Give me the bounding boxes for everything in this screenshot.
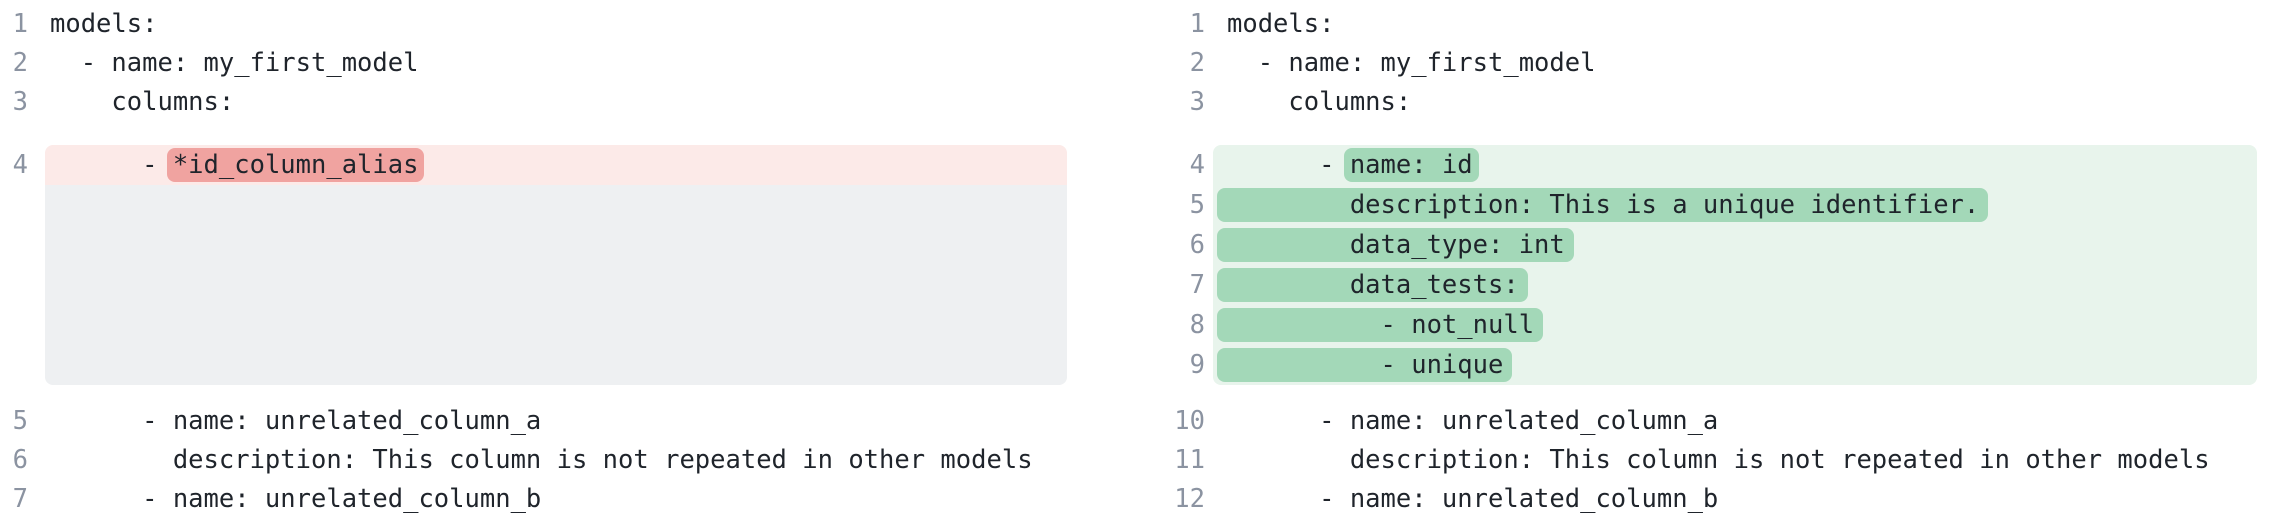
code-content: - name: unrelated_column_a xyxy=(1205,402,2278,441)
added-line: 9 - unique xyxy=(1139,345,2278,385)
code-content: - *id_column_alias xyxy=(28,145,1139,185)
code-text: - name: unrelated_column_a xyxy=(1227,406,1719,436)
code-line: 1 models: xyxy=(0,5,1139,44)
added-line: 7 data_tests: xyxy=(1139,265,2278,305)
line-number: 7 xyxy=(1189,270,1205,300)
code-text: columns: xyxy=(1227,87,1412,117)
line-number: 9 xyxy=(1189,350,1205,380)
added-line-highlight: - unique xyxy=(1217,348,1513,382)
code-line: 1 models: xyxy=(1139,5,2278,44)
code-content: description: This is a unique identifier… xyxy=(1205,185,2278,225)
code-content: columns: xyxy=(1205,83,2278,122)
code-text: - name: unrelated_column_a xyxy=(50,406,542,436)
code-line: 7 - name: unrelated_column_b xyxy=(0,480,1139,519)
line-number: 10 xyxy=(1174,406,1205,436)
code-line: 3 columns: xyxy=(0,83,1139,122)
code-line: 3 columns: xyxy=(1139,83,2278,122)
code-line: 5 - name: unrelated_column_a xyxy=(0,402,1139,441)
code-text: models: xyxy=(50,9,158,39)
code-content: - not_null xyxy=(1205,305,2278,345)
line-number: 1 xyxy=(12,9,28,39)
added-line: 5 description: This is a unique identifi… xyxy=(1139,185,2278,225)
code-content: - name: unrelated_column_b xyxy=(28,480,1139,519)
code-text: - xyxy=(1227,150,1350,180)
code-line: 2 - name: my_first_model xyxy=(1139,44,2278,83)
line-number: 2 xyxy=(1189,48,1205,78)
added-line-highlight: data_type: int xyxy=(1217,228,1574,262)
added-line-highlight: - not_null xyxy=(1217,308,1544,342)
code-text: - name: my_first_model xyxy=(1227,48,1596,78)
added-word-highlight: name: id xyxy=(1343,148,1479,182)
added-line: 6 data_type: int xyxy=(1139,225,2278,265)
line-number: 11 xyxy=(1174,445,1205,475)
added-line: 8 - not_null xyxy=(1139,305,2278,345)
line-number: 12 xyxy=(1174,484,1205,514)
line-number: 5 xyxy=(12,406,28,436)
code-content: - unique xyxy=(1205,345,2278,385)
code-line: 12 - name: unrelated_column_b xyxy=(1139,480,2278,519)
line-number: 5 xyxy=(1189,190,1205,220)
removed-word-highlight: *id_column_alias xyxy=(166,148,425,182)
code-content: description: This column is not repeated… xyxy=(1205,441,2278,480)
code-content: data_type: int xyxy=(1205,225,2278,265)
added-line: 4 - name: id xyxy=(1139,145,2278,185)
code-text: description: This column is not repeated… xyxy=(50,445,1033,475)
line-number: 3 xyxy=(1189,87,1205,117)
code-content: - name: unrelated_column_b xyxy=(1205,480,2278,519)
code-content xyxy=(28,185,1139,385)
code-content: description: This column is not repeated… xyxy=(28,441,1139,480)
line-number: 4 xyxy=(12,150,28,180)
code-text: models: xyxy=(1227,9,1335,39)
line-number: 7 xyxy=(12,484,28,514)
code-text: - name: my_first_model xyxy=(50,48,419,78)
line-number xyxy=(0,185,28,385)
line-number: 4 xyxy=(1189,150,1205,180)
code-text: columns: xyxy=(50,87,235,117)
code-text: - name: unrelated_column_b xyxy=(1227,484,1719,514)
code-line: 6 description: This column is not repeat… xyxy=(0,441,1139,480)
code-line: 11 description: This column is not repea… xyxy=(1139,441,2278,480)
code-content: - name: my_first_model xyxy=(28,44,1139,83)
code-content: - name: unrelated_column_a xyxy=(28,402,1139,441)
line-number: 2 xyxy=(12,48,28,78)
line-number: 3 xyxy=(12,87,28,117)
line-number: 8 xyxy=(1189,310,1205,340)
line-number: 1 xyxy=(1189,9,1205,39)
line-number: 6 xyxy=(12,445,28,475)
code-text: - name: unrelated_column_b xyxy=(50,484,542,514)
code-line: 2 - name: my_first_model xyxy=(0,44,1139,83)
code-content: data_tests: xyxy=(1205,265,2278,305)
line-number: 6 xyxy=(1189,230,1205,260)
code-content: - name: my_first_model xyxy=(1205,44,2278,83)
removed-line: 4 - *id_column_alias xyxy=(0,145,1139,185)
code-content: columns: xyxy=(28,83,1139,122)
code-text: - xyxy=(50,150,173,180)
code-content: models: xyxy=(1205,5,2278,44)
code-content: - name: id xyxy=(1205,145,2278,185)
code-text: description: This column is not repeated… xyxy=(1227,445,2210,475)
added-line-highlight: data_tests: xyxy=(1217,268,1528,302)
code-content: models: xyxy=(28,5,1139,44)
added-line-highlight: description: This is a unique identifier… xyxy=(1217,188,1989,222)
code-line: 10 - name: unrelated_column_a xyxy=(1139,402,2278,441)
collapsed-spacer xyxy=(0,185,1139,385)
